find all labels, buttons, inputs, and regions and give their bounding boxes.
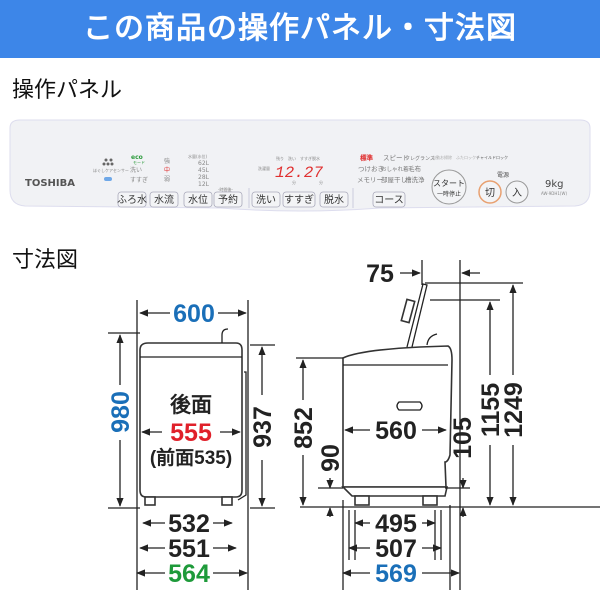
front-view: 600 980 937 後面 555 (前面535) 532 551 564 [107, 300, 277, 590]
power-label: 電源 [497, 171, 509, 179]
reserve-button[interactable]: 予約 [213, 191, 243, 208]
water-level-62: 62L [198, 160, 210, 167]
option-child-lock: チャイルドロック [476, 154, 508, 160]
water-level-28: 28L [198, 174, 210, 181]
side-foot-outer: 507 [375, 535, 417, 563]
front-height: 980 [107, 391, 135, 433]
course-speed: スピード [383, 154, 409, 162]
bath-water-button-label: ふろ水 [117, 194, 147, 206]
bath-water-button[interactable]: ふろ水 [117, 191, 147, 208]
back-label: 後面 [170, 393, 212, 417]
flow-strong: 強 [164, 157, 170, 165]
course-button-label: コース [374, 195, 404, 206]
display-unit-min: 分 [292, 179, 296, 185]
total-depth: 569 [375, 560, 417, 588]
wash-mode-label: 洗い [130, 166, 142, 174]
course-fragrance: フレグランス [405, 155, 435, 162]
base-width: 564 [168, 560, 210, 588]
option-auto-clean: 自動お掃除 [432, 154, 452, 160]
height-front: 852 [290, 407, 318, 449]
panel-section-title: 操作パネル [12, 78, 123, 103]
front-width-note: (前面535) [150, 446, 232, 469]
wash-button-label: 洗い [256, 194, 276, 206]
sensor-label: ほぐしケアセンサー [93, 167, 129, 173]
eco-sub-label: モード [133, 160, 145, 165]
power-off-button[interactable]: 切 [478, 180, 502, 204]
display-unit-min2: 分 [319, 179, 323, 185]
flow-button[interactable]: 水流 [149, 191, 179, 208]
body-depth: 560 [375, 417, 417, 445]
wash-button[interactable]: 洗い [251, 191, 281, 208]
display-label-rinse: すすぎ [300, 155, 312, 161]
foot-height: 90 [317, 444, 345, 472]
display-label-wash: 洗い [288, 155, 296, 161]
hose [426, 333, 438, 346]
flow-weak: 弱 [164, 176, 170, 183]
page-header: この商品の操作パネル・寸法図 [0, 0, 600, 58]
start-label: スタート [433, 179, 465, 188]
power-off-label: 切 [485, 187, 495, 199]
course-soak: つけおき [358, 165, 384, 173]
water-level-12: 12L [198, 181, 210, 188]
foot-outer-width: 551 [168, 535, 210, 563]
course-memory: メモリー [357, 176, 383, 184]
course-blanket: 毛布 [408, 164, 422, 173]
hose [221, 328, 229, 343]
display-label-remain: 残り [276, 155, 284, 161]
side-handle [396, 401, 423, 411]
body-height: 937 [249, 406, 277, 448]
pause-label: 一時停止 [437, 190, 461, 198]
rinse-button[interactable]: すすぎ [282, 191, 316, 208]
foot-inner-width: 532 [168, 510, 210, 538]
spin-button[interactable]: 脱水 [319, 191, 349, 208]
brand-logo: TOSHIBA [25, 178, 75, 189]
level-button-label: 水位 [188, 193, 208, 206]
flow-button-label: 水流 [154, 193, 174, 206]
sensor-indicator [104, 177, 112, 181]
power-on-button[interactable]: 入 [505, 180, 529, 204]
wash-amount-label: 洗濯量 [258, 165, 270, 171]
side-foot-inner: 495 [375, 510, 417, 538]
rear-clearance: 105 [449, 417, 477, 459]
option-lid-lock: ふたロック [456, 154, 476, 160]
front-width: 600 [173, 300, 215, 328]
level-button[interactable]: 水位 [183, 191, 213, 208]
control-panel: TOSHIBA ほぐしケアセンサー eco モード 洗い すすぎ 強 中 弱 水… [9, 119, 591, 212]
flow-medium: 中 [164, 166, 170, 174]
course-delicate: おしゃれ着 [381, 165, 409, 173]
model-label: AW-9DH1(W) [541, 191, 567, 196]
capacity-label: 9kg [545, 179, 564, 190]
dimension-section-title: 寸法図 [12, 248, 79, 273]
lid-open [406, 283, 428, 348]
power-on-label: 入 [512, 188, 522, 199]
height-lid-open: 1249 [500, 382, 528, 438]
lid-offset: 75 [366, 260, 394, 288]
course-button[interactable]: コース [372, 191, 406, 208]
course-indoor-dry: 部屋干し [381, 175, 407, 184]
drain-hose [237, 371, 247, 501]
course-tub-clean: 槽洗浄 [405, 175, 425, 184]
time-display: 12.27 [275, 164, 323, 182]
water-level-45: 45L [198, 167, 210, 174]
height-to-hose: 1155 [477, 383, 505, 437]
rinse-mode-label: すすぎ [130, 176, 148, 184]
course-standard: 標準 [360, 153, 374, 162]
rinse-button-label: すすぎ [284, 193, 314, 206]
back-width: 555 [170, 419, 212, 447]
water-header: 水量(水位) [188, 153, 208, 159]
display-label-spin: 脱水 [312, 155, 320, 161]
reserve-button-label: 予約 [218, 193, 238, 206]
sensor-icon [102, 158, 114, 166]
reserve-label: -時間後- [218, 186, 233, 192]
spin-button-label: 脱水 [324, 193, 344, 206]
side-view: 75 1249 1155 852 90 105 560 495 507 569 [290, 260, 600, 590]
eco-label: eco [131, 154, 143, 161]
